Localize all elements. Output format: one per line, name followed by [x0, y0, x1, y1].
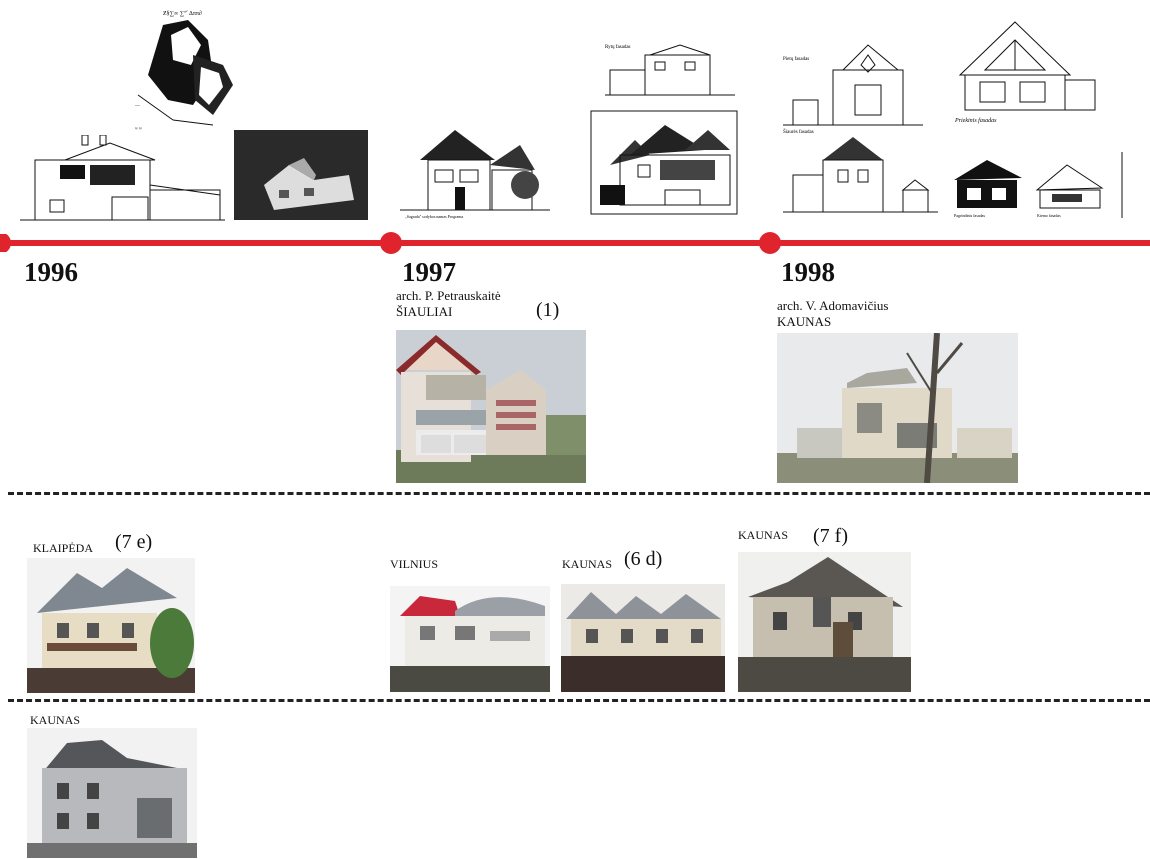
house-photo-kaunas-row3	[27, 728, 197, 858]
house-photo-kaunas-7f	[738, 552, 911, 692]
architect-1997: arch. P. Petrauskaitė	[396, 288, 501, 303]
gabled-sketch-1998-b: Priekinis fasadas	[955, 20, 1100, 125]
svg-text:Kiemo fasadas: Kiemo fasadas	[1037, 213, 1061, 218]
timeline-marker-1997	[380, 232, 402, 254]
ref-6d: (6 d)	[624, 548, 663, 570]
city-label-kaunas-row3: KAUNAS	[30, 713, 81, 727]
ref-7f: (7 f)	[813, 525, 848, 547]
timeline-marker-1996	[0, 234, 11, 252]
row-divider-1	[8, 492, 1150, 495]
city-label-kaunas-7f: KAUNAS	[738, 528, 789, 542]
city-label-klaipeda: KLAIPĖDA	[33, 541, 93, 555]
svg-text:Priekinis fasadas: Priekinis fasadas	[955, 117, 997, 124]
city-label-vilnius: VILNIUS	[390, 557, 438, 571]
perspective-sketch-1998-d: Pagrindinis fasadas Kiemo fasadas	[952, 150, 1124, 220]
main-sketch-1997	[590, 110, 738, 215]
elevation-sketch-1998-a: Pietų fasadas Šiaurės fasadas	[783, 40, 938, 135]
timeline-bar	[8, 240, 1150, 246]
house-photo-vilnius	[390, 586, 550, 692]
svg-text:Rytų fasadas: Rytų fasadas	[605, 45, 631, 50]
side-sketch-1997: Rytų fasadas	[605, 40, 735, 100]
row-divider-2	[8, 699, 1150, 702]
city-label-kaunas-6d: KAUNAS	[562, 557, 613, 571]
ref-1997: (1)	[536, 299, 560, 321]
svg-text:Pagrindinis fasadas: Pagrindinis fasadas	[954, 213, 985, 218]
year-label-1996: 1996	[24, 257, 78, 287]
svg-text:Pietų fasadas: Pietų fasadas	[783, 57, 809, 62]
timeline-marker-1998	[759, 232, 781, 254]
axonometric-sketch-1996: Ƶ§∑∞ ∑ªˇ ∆ππ∂ — ≈ ≈	[133, 5, 243, 135]
svg-text:Šiaurės fasadas: Šiaurės fasadas	[783, 129, 814, 135]
model-photo-1996	[234, 130, 368, 220]
architect-1998: arch. V. Adomavičius	[777, 298, 889, 313]
city-1998: KAUNAS	[777, 314, 832, 329]
facade-sketch-1996	[20, 135, 225, 225]
house-photo-kaunas-6d	[561, 584, 725, 692]
city-1997: ŠIAULIAI	[396, 304, 453, 319]
elevation-sketch-1998-c	[783, 135, 938, 215]
facade-sketch-1997: „Sagrada" sodybos namas Programa	[400, 125, 555, 220]
svg-text:≈ ≈: ≈ ≈	[135, 127, 142, 132]
year-label-1998: 1998	[781, 257, 835, 287]
ref-7e: (7 e)	[115, 531, 153, 553]
svg-text:„Sagrada" sodybos namas Progr: „Sagrada" sodybos namas Programa	[405, 214, 463, 220]
house-photo-1998	[777, 333, 1018, 483]
svg-text:—: —	[134, 104, 141, 109]
year-label-1997: 1997	[402, 257, 456, 287]
house-photo-1997	[396, 330, 586, 483]
house-photo-klaipeda	[27, 558, 195, 693]
svg-text:Ƶ§∑∞ ∑ªˇ ∆ππ∂: Ƶ§∑∞ ∑ªˇ ∆ππ∂	[163, 10, 202, 17]
